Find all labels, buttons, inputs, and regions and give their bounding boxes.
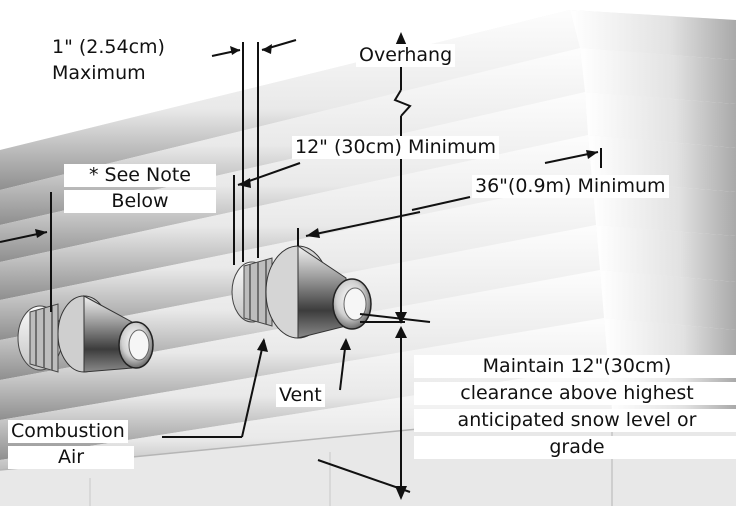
vent-label: Vent [276, 384, 325, 407]
snow-clearance-line3: anticipated snow level or [414, 409, 736, 432]
combustion-air-label-line1: Combustion [8, 420, 128, 443]
max-gap-label-line2: Maximum [52, 62, 146, 84]
main-vent-terminal [231, 245, 372, 339]
note-label-line1: * See Note [64, 164, 216, 187]
arrowheads [35, 32, 598, 500]
clearance-36in-label: 36"(0.9m) Minimum [472, 175, 669, 198]
max-gap-label-line1: 1" (2.54cm) [52, 36, 165, 58]
snow-clearance-line2: clearance above highest [414, 382, 736, 405]
note-label-line2: Below [64, 190, 216, 213]
snow-clearance-line1: Maintain 12"(30cm) [414, 355, 736, 378]
snow-clearance-line4: grade [414, 436, 736, 459]
overhang-label: Overhang [356, 44, 456, 67]
left-vent-terminal [17, 295, 154, 373]
combustion-air-label-line2: Air [8, 446, 134, 469]
clearance-12in-label: 12" (30cm) Minimum [292, 136, 500, 159]
